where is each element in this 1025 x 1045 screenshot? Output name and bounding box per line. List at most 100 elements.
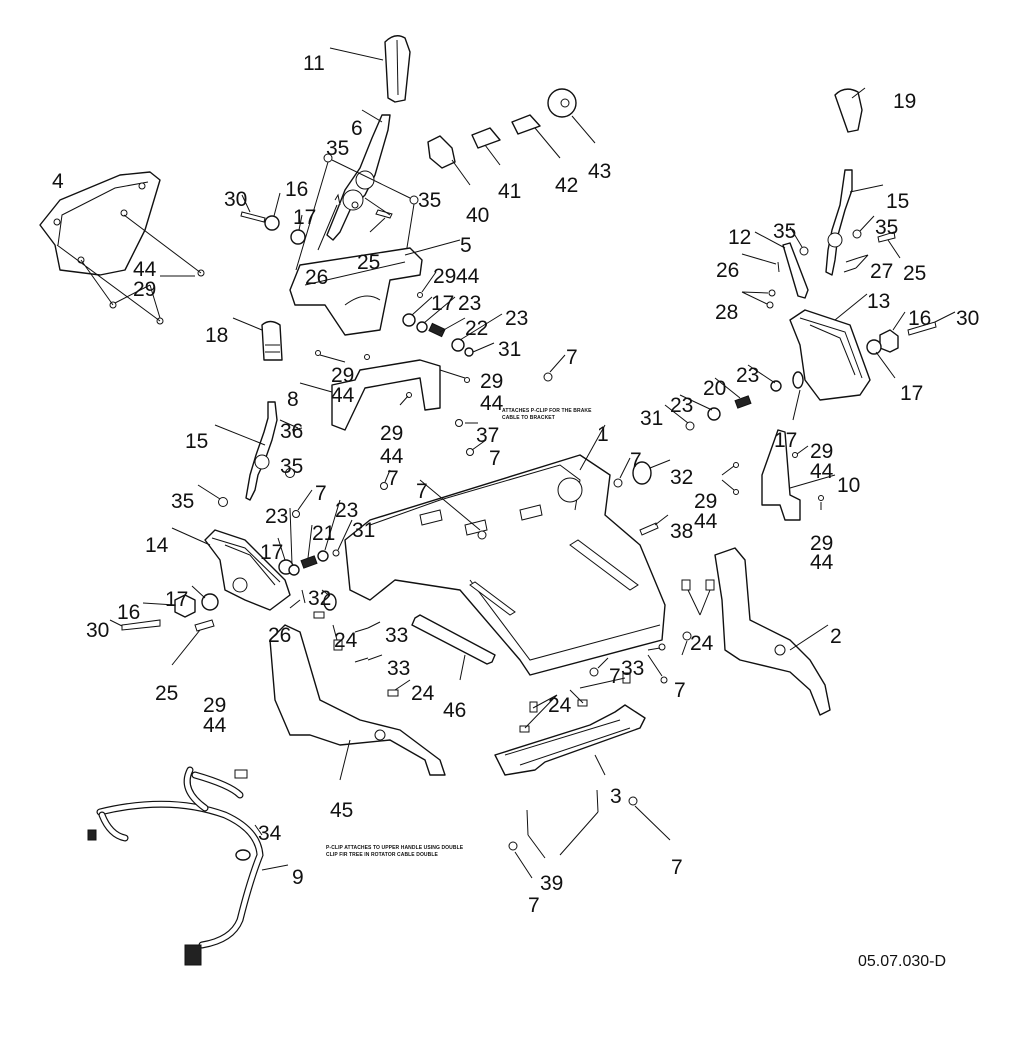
callout-label-42: 42 — [555, 174, 578, 197]
callout-label-44: 44 — [810, 551, 834, 574]
document-id: 05.07.030-D — [858, 953, 946, 970]
part-34-wire-harness — [87, 766, 289, 966]
callout-label-39: 39 — [540, 872, 563, 895]
part-7-lower-pins — [508, 796, 671, 879]
callout-label-29: 29 — [480, 370, 503, 393]
callout-label-7: 7 — [528, 894, 540, 917]
callout-label-29: 29 — [133, 278, 156, 301]
part-28-nuts — [741, 289, 776, 309]
part-26-clip-right — [741, 253, 780, 273]
callout-label-9: 9 — [292, 866, 304, 889]
callout-label-35: 35 — [326, 137, 349, 160]
part-38-bolt — [639, 514, 669, 536]
part-17-23-21-31-stack-left — [277, 499, 353, 576]
callout-label-25: 25 — [155, 682, 178, 705]
callout-label-25: 25 — [903, 262, 926, 285]
callout-label-19: 19 — [893, 90, 916, 113]
callout-label-44: 44 — [380, 445, 404, 468]
callout-label-34: 34 — [258, 822, 282, 845]
callout-label-22: 22 — [465, 317, 488, 340]
part-26-clip-left — [289, 589, 306, 609]
callout-label-17: 17 — [431, 292, 454, 315]
part-41-switch — [471, 127, 501, 166]
callout-label-23: 23 — [736, 364, 759, 387]
part-14-handle-housing-left — [171, 527, 291, 611]
part-25-pin-left — [171, 619, 215, 666]
callout-label-24: 24 — [690, 632, 714, 655]
callout-label-30: 30 — [224, 188, 247, 211]
callout-label-29: 29 — [203, 694, 226, 717]
part-42-switch — [511, 114, 561, 159]
callout-label-35: 35 — [773, 220, 796, 243]
callout-label-46: 46 — [443, 699, 466, 722]
callout-label-1: 1 — [597, 423, 609, 446]
callout-label-14: 14 — [145, 534, 169, 557]
callout-label-33: 33 — [621, 657, 644, 680]
callout-label-17: 17 — [165, 588, 188, 611]
note-wire-text: P-CLIP ATTACHES TO UPPER HANDLE USING DO… — [326, 845, 464, 858]
callout-label-30: 30 — [86, 619, 109, 642]
part-30-bolt-upper — [240, 194, 266, 223]
part-18-knob — [232, 317, 283, 361]
callout-label-31: 31 — [498, 338, 521, 361]
callout-label-16: 16 — [285, 178, 308, 201]
callout-label-2: 2 — [830, 625, 842, 648]
callout-label-10: 10 — [837, 474, 860, 497]
part-7-33-right-lower — [589, 631, 692, 684]
part-39-bolts — [526, 789, 599, 859]
callout-label-23: 23 — [505, 307, 528, 330]
part-24-clips-right — [681, 579, 715, 616]
callout-label-12: 12 — [728, 226, 751, 249]
callout-label-41: 41 — [498, 180, 521, 203]
callout-label-30: 30 — [956, 307, 979, 330]
callout-label-29: 29 — [380, 422, 403, 445]
callout-label-16: 16 — [908, 307, 931, 330]
callout-label-29: 29 — [810, 532, 833, 555]
callout-label-6: 6 — [351, 117, 363, 140]
callout-label-24: 24 — [411, 682, 435, 705]
callout-label-7: 7 — [671, 856, 683, 879]
part-9-clip — [235, 849, 251, 861]
callout-label-44: 44 — [331, 384, 355, 407]
part-31-23-20-23-17-stack-right — [664, 364, 804, 431]
callout-label-29: 29 — [810, 440, 833, 463]
callout-label-44: 44 — [133, 258, 157, 281]
callout-label-35: 35 — [280, 455, 303, 478]
callout-label-11: 11 — [303, 52, 325, 75]
part-19-handle-grip-right — [834, 87, 866, 133]
callout-label-24: 24 — [334, 629, 358, 652]
callout-label-44: 44 — [810, 460, 834, 483]
callout-label-7: 7 — [566, 346, 578, 369]
callout-label-44: 44 — [480, 392, 504, 415]
callout-label-44: 44 — [203, 714, 227, 737]
part-17-washer-upper — [290, 214, 306, 245]
note-wire-line-2: CLIP FIR TREE IN ROTATOR CABLE DOUBLE — [326, 852, 439, 858]
part-16-nut-upper — [264, 192, 281, 231]
callout-label-32: 32 — [670, 466, 693, 489]
callout-label-18: 18 — [205, 324, 228, 347]
part-11-handle-grip — [329, 35, 411, 103]
part-17-23-22-31-stack — [402, 271, 503, 357]
callout-label-35: 35 — [171, 490, 194, 513]
part-8-bracket — [299, 359, 441, 431]
note-37-line-1: ATTACHES P-CLIP FOR THE BRAKE — [502, 408, 592, 414]
callout-label-23: 23 — [458, 292, 481, 315]
part-24-33-left-lower — [313, 611, 411, 697]
callout-label-7: 7 — [416, 480, 428, 503]
callout-label-33: 33 — [385, 624, 408, 647]
part-16-30-17-right — [866, 311, 956, 379]
part-29-screws-bracket-10 — [792, 445, 824, 510]
part-35-nuts-upper — [295, 153, 419, 271]
callout-label-26: 26 — [716, 259, 739, 282]
callout-label-32: 32 — [308, 587, 331, 610]
part-35-nuts-right — [789, 215, 875, 256]
part-35-nuts-left — [197, 468, 295, 507]
part-3-lower-rail — [494, 704, 646, 776]
callout-label-17: 17 — [260, 541, 283, 564]
part-40-switch — [427, 135, 471, 186]
callout-label-15: 15 — [886, 190, 909, 213]
part-36-clip — [279, 419, 303, 431]
part-32-bushing-right — [632, 459, 671, 485]
